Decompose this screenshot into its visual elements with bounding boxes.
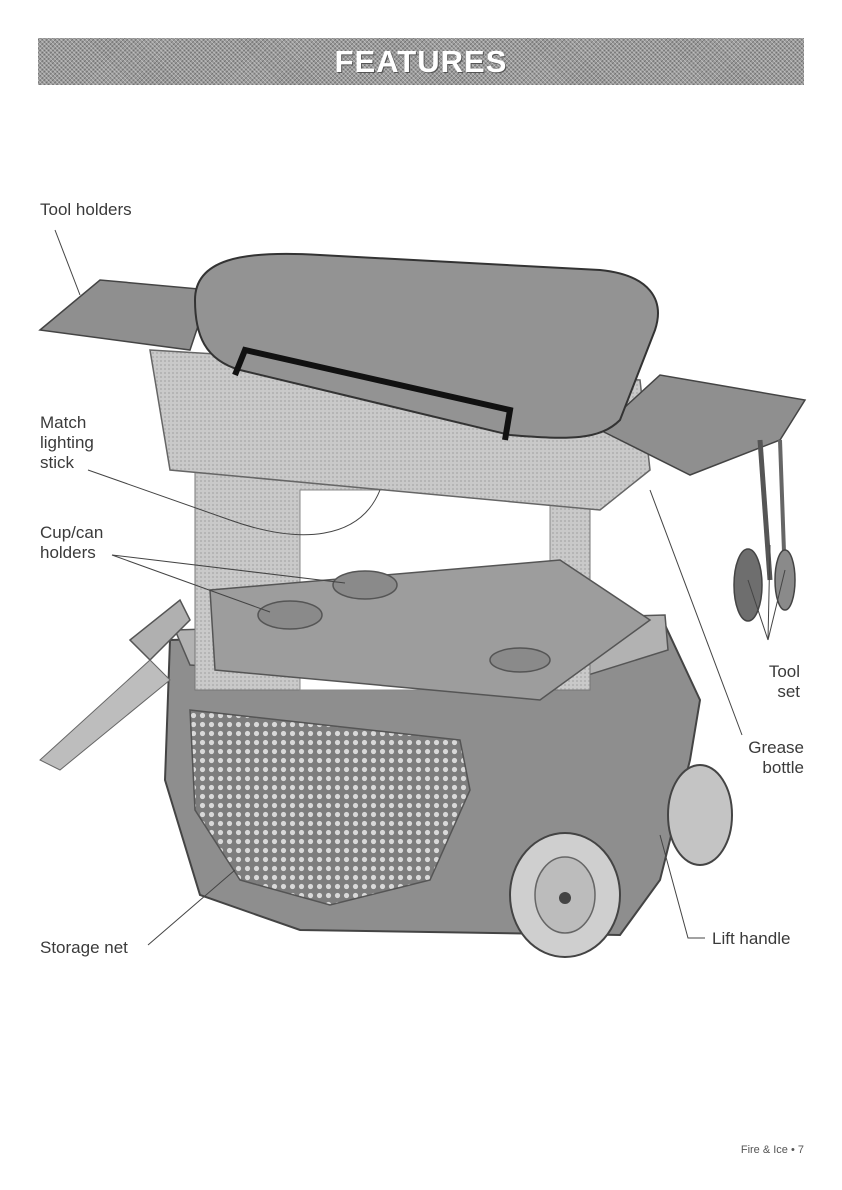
page-footer: Fire & Ice • 7 [741, 1144, 804, 1156]
grill-lid [193, 252, 659, 439]
label-match-line2: lighting [40, 433, 94, 452]
leader-tool-set-3 [767, 569, 786, 641]
label-grease-line2: bottle [762, 758, 804, 777]
cup-holder [332, 570, 398, 600]
label-cup-line1: Cup/can [40, 523, 104, 542]
leader-tool-holders [54, 229, 81, 296]
label-tool-set-line2: set [777, 682, 800, 701]
leader-tool-set-2 [767, 544, 771, 641]
footer-page-label: Fire & Ice • 7 [740, 1144, 804, 1156]
label-cup-line2: holders [40, 543, 96, 562]
leader-lift-handle [659, 834, 705, 939]
leader-cup-holder-2 [111, 554, 271, 613]
label-grease-line1: Grease [748, 738, 804, 757]
left-side-shelf [38, 279, 212, 351]
rear-wheel [667, 764, 733, 866]
leader-storage-net [147, 869, 236, 946]
lid-handle [232, 346, 514, 441]
label-tool-set: Tool set [740, 662, 800, 702]
label-match-lighting-stick: Match lighting stick [40, 413, 94, 473]
label-grease-bottle: Grease bottle [720, 738, 804, 778]
features-banner: FEATURES [38, 38, 804, 85]
leader-grease-bottle [649, 489, 743, 736]
label-cup-can-holders: Cup/can holders [40, 523, 103, 563]
label-tool-holders: Tool holders [40, 200, 132, 219]
front-wheel [509, 832, 621, 958]
label-storage-net: Storage net [40, 938, 128, 957]
cup-holder [257, 600, 323, 630]
label-match-line1: Match [40, 413, 87, 432]
right-side-shelf [598, 374, 807, 476]
label-match-line3: stick [40, 453, 74, 472]
tool-set [733, 439, 796, 622]
label-lift-handle: Lift handle [712, 929, 791, 948]
label-tool-set-line1: Tool [768, 662, 800, 681]
storage-net [189, 709, 471, 906]
page-title: FEATURES [334, 43, 508, 79]
leader-tool-set-1 [747, 579, 769, 641]
leader-cup-holder-1 [111, 554, 346, 584]
leader-match-stick [87, 469, 381, 536]
